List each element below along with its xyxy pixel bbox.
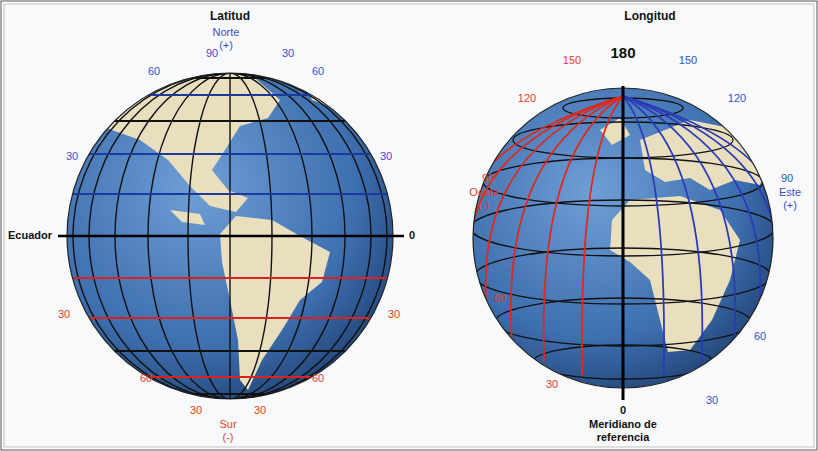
axis-label: 30 <box>388 308 400 321</box>
meridian-line <box>582 96 623 376</box>
meridian-line <box>544 96 623 361</box>
globe-title: Latitud <box>210 10 250 23</box>
axis-label: 60 <box>494 292 506 305</box>
meridian-line <box>511 96 623 339</box>
axis-label: (+) <box>783 199 797 212</box>
axis-label: 60 <box>140 372 152 385</box>
axis-label: 30 <box>706 394 718 407</box>
axis-label: 30 <box>190 404 202 417</box>
axis-label: 180 <box>610 46 635 59</box>
axis-label: 30 <box>282 47 294 60</box>
axis-label: 30 <box>380 150 392 163</box>
meridian-line <box>470 96 623 275</box>
axis-label: Sur <box>219 418 236 431</box>
axis-label: (-) <box>223 431 234 444</box>
axis-label: 90 <box>482 172 494 185</box>
meridian-line <box>464 96 623 238</box>
meridian-line <box>623 96 776 275</box>
axis-label: 120 <box>728 92 746 105</box>
meridian-line <box>623 96 782 238</box>
meridian-line <box>623 96 735 339</box>
axis-label: (+) <box>219 39 233 52</box>
axis-label: 60 <box>312 65 324 78</box>
axis-label: 60 <box>312 372 324 385</box>
meridian-line <box>486 96 623 309</box>
axis-label: 30 <box>254 404 266 417</box>
axis-label: Ecuador <box>8 229 52 242</box>
axis-label: 30 <box>58 308 70 321</box>
axis-label: 30 <box>66 150 78 163</box>
axis-label: Oeste <box>469 186 498 199</box>
axis-label: 90 <box>781 172 793 185</box>
axis-label: (-) <box>479 199 490 212</box>
axis-label: 60 <box>754 330 766 343</box>
axis-label: 90 <box>206 47 218 60</box>
axis-label: 30 <box>546 378 558 391</box>
axis-label: Norte <box>213 26 240 39</box>
meridian-line <box>623 96 702 361</box>
axis-label: 60 <box>148 65 160 78</box>
axis-label: Meridiano de referencia <box>575 418 671 444</box>
axis-label: 0 <box>409 229 415 242</box>
meridian-line <box>623 96 664 376</box>
globe-title: Longitud <box>624 10 675 23</box>
axis-label: 150 <box>679 54 697 67</box>
meridian-line <box>623 96 760 309</box>
axis-label: Este <box>779 186 801 199</box>
axis-label: 0 <box>620 404 626 417</box>
axis-label: 120 <box>518 92 536 105</box>
axis-label: 150 <box>563 54 581 67</box>
